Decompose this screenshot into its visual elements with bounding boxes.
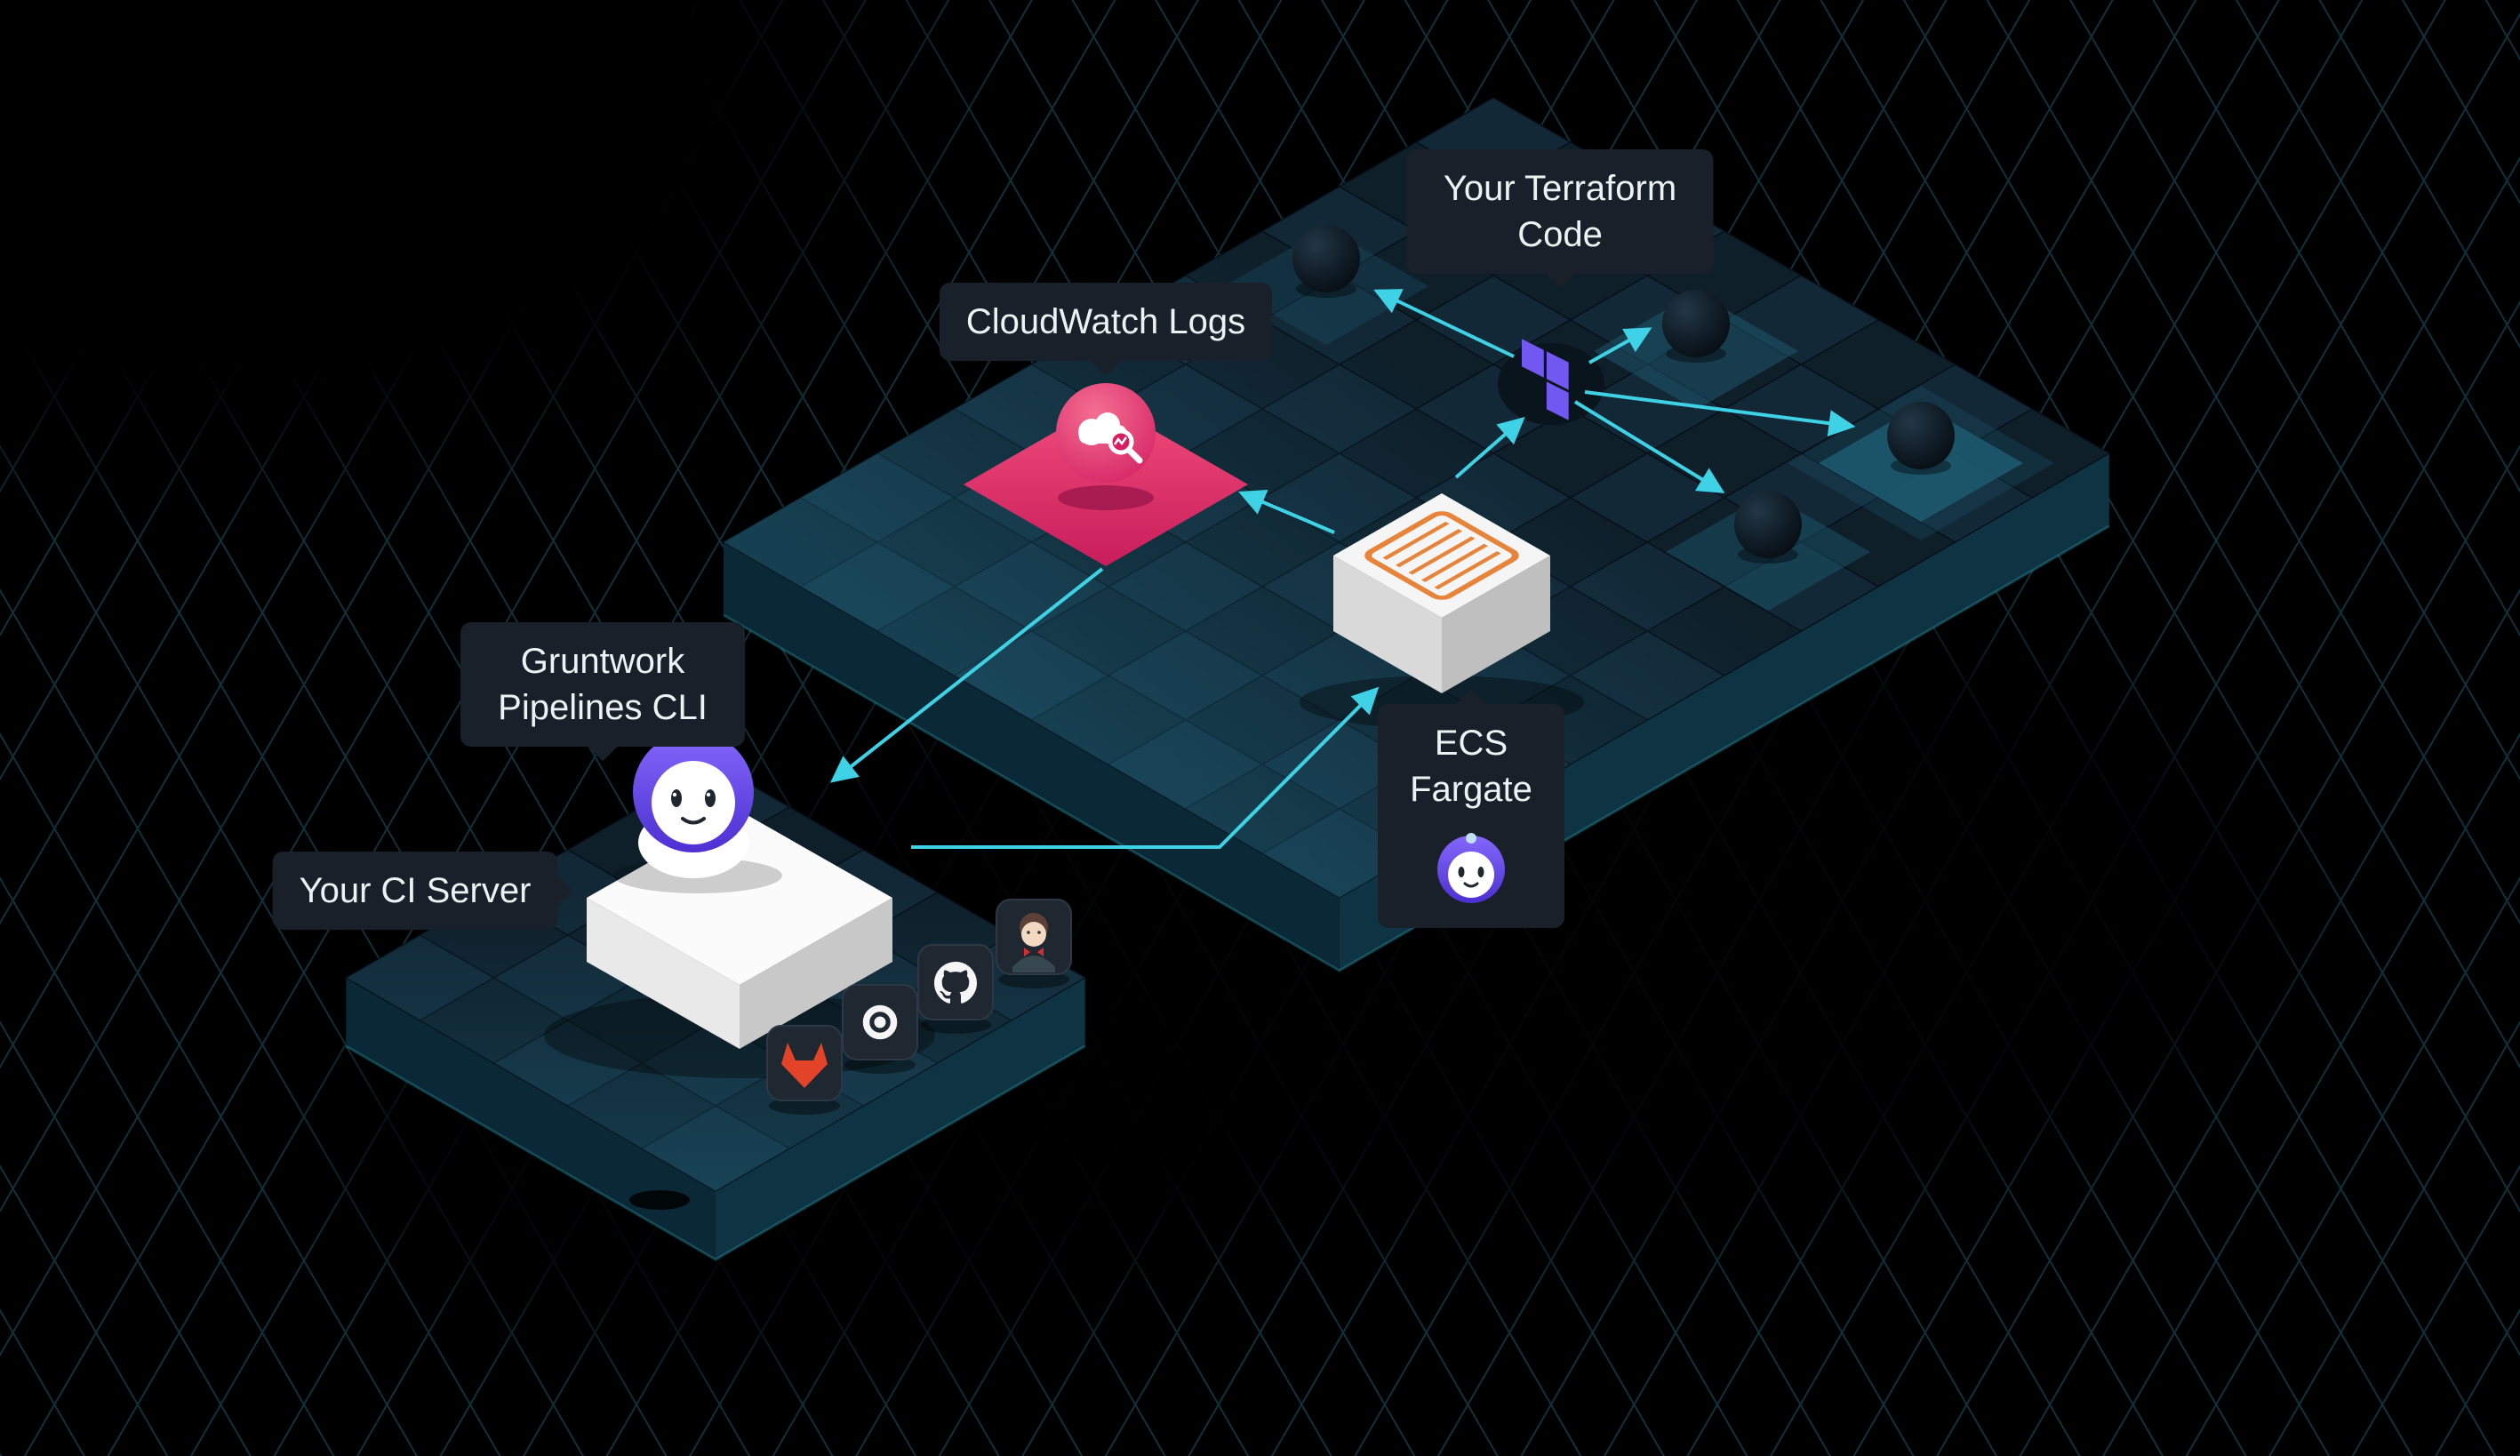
cloudwatch-icon-shadow — [1058, 485, 1154, 510]
jenkins-icon — [1012, 913, 1055, 972]
mascot-face — [652, 761, 735, 844]
callout-ecs-fargate-text: ECS Fargate — [1410, 724, 1532, 809]
callout-your-ci-server-text: Your CI Server — [299, 871, 532, 910]
node-bump-e — [1887, 402, 1955, 469]
mascot-eye — [1458, 867, 1465, 877]
callout-cloudwatch-logs-text: CloudWatch Logs — [965, 302, 1246, 341]
mascot-eye-glint — [672, 792, 677, 797]
small-platform-left-face — [346, 978, 716, 1260]
mascot-eye — [671, 789, 682, 807]
mascot-headlamp — [1466, 833, 1476, 844]
node-bump-nw — [1292, 225, 1360, 292]
callout-cloudwatch-logs: CloudWatch Logs — [939, 283, 1273, 361]
mascot-smile — [1463, 882, 1479, 888]
ci-provider-icons — [766, 899, 1072, 1115]
edge-container-to-cloudwatch — [1238, 490, 1335, 534]
cloudwatch-node — [964, 383, 1248, 566]
gitlab-icon — [781, 1043, 828, 1088]
github-icon — [934, 961, 977, 1004]
edge-terraform-to-node-ne — [1588, 327, 1652, 364]
edges — [830, 289, 1856, 849]
edge-container-to-terraform — [1454, 417, 1525, 479]
cloudwatch-magnifier-icon — [1108, 428, 1143, 464]
gruntwork-mascot — [613, 725, 782, 893]
edge-terraform-to-node-e — [1584, 390, 1856, 437]
small-platform-bottom-edge — [345, 1044, 1086, 1261]
terraform-logo-part — [1546, 351, 1569, 390]
github-tile — [917, 944, 994, 1034]
cloudwatch-tile — [964, 403, 1248, 566]
circleci-icon — [862, 1004, 898, 1040]
callout-ecs-fargate: ECS Fargate — [1378, 704, 1564, 928]
small-platform-right-face — [716, 978, 1085, 1260]
terraform-logo-part — [1522, 339, 1544, 378]
mascot-smile — [681, 817, 706, 825]
callout-terraform-code-text: Your Terraform Code — [1443, 169, 1677, 254]
node-bump-se — [1734, 491, 1802, 558]
jenkins-tile — [996, 899, 1072, 988]
mascot-eye — [705, 789, 716, 807]
callout-gruntwork-pipelines-cli-text: Gruntwork Pipelines CLI — [498, 642, 708, 727]
callout-your-ci-server: Your CI Server — [272, 852, 558, 930]
mascot-face — [1448, 852, 1494, 898]
icon-tile — [917, 944, 994, 1020]
platform-nodes — [1224, 225, 2054, 611]
node-bump-ne — [1662, 290, 1730, 357]
gitlab-tile — [766, 1025, 843, 1115]
edge-cloudwatch-to-ci-server — [830, 567, 1104, 783]
container-box-icon — [1364, 511, 1519, 600]
container-left-face — [1333, 556, 1442, 693]
terraform-logo-part — [1546, 381, 1569, 420]
mascot-eye — [1477, 867, 1484, 877]
edge-terraform-to-node-nw — [1373, 289, 1515, 358]
terraform-logo — [1522, 339, 1569, 420]
cube-left-face — [587, 898, 740, 1049]
mascot-eye-glint — [706, 792, 711, 797]
big-platform-glow — [724, 98, 2109, 898]
callout-terraform-code: Your Terraform Code — [1406, 149, 1714, 274]
edge-terraform-to-node-se — [1573, 400, 1725, 493]
edge-ci-server-to-container — [911, 686, 1380, 849]
big-platform-bottom-edge — [723, 524, 2110, 972]
gruntwork-mascot-icon — [1437, 833, 1505, 903]
container-right-face — [1442, 556, 1550, 693]
circleci-tile — [842, 984, 918, 1074]
big-platform-left-face — [724, 542, 1340, 971]
cube-right-face — [740, 898, 892, 1049]
callout-gruntwork-pipelines-cli: Gruntwork Pipelines CLI — [460, 622, 745, 747]
ground-shadow-blob — [629, 1190, 690, 1210]
